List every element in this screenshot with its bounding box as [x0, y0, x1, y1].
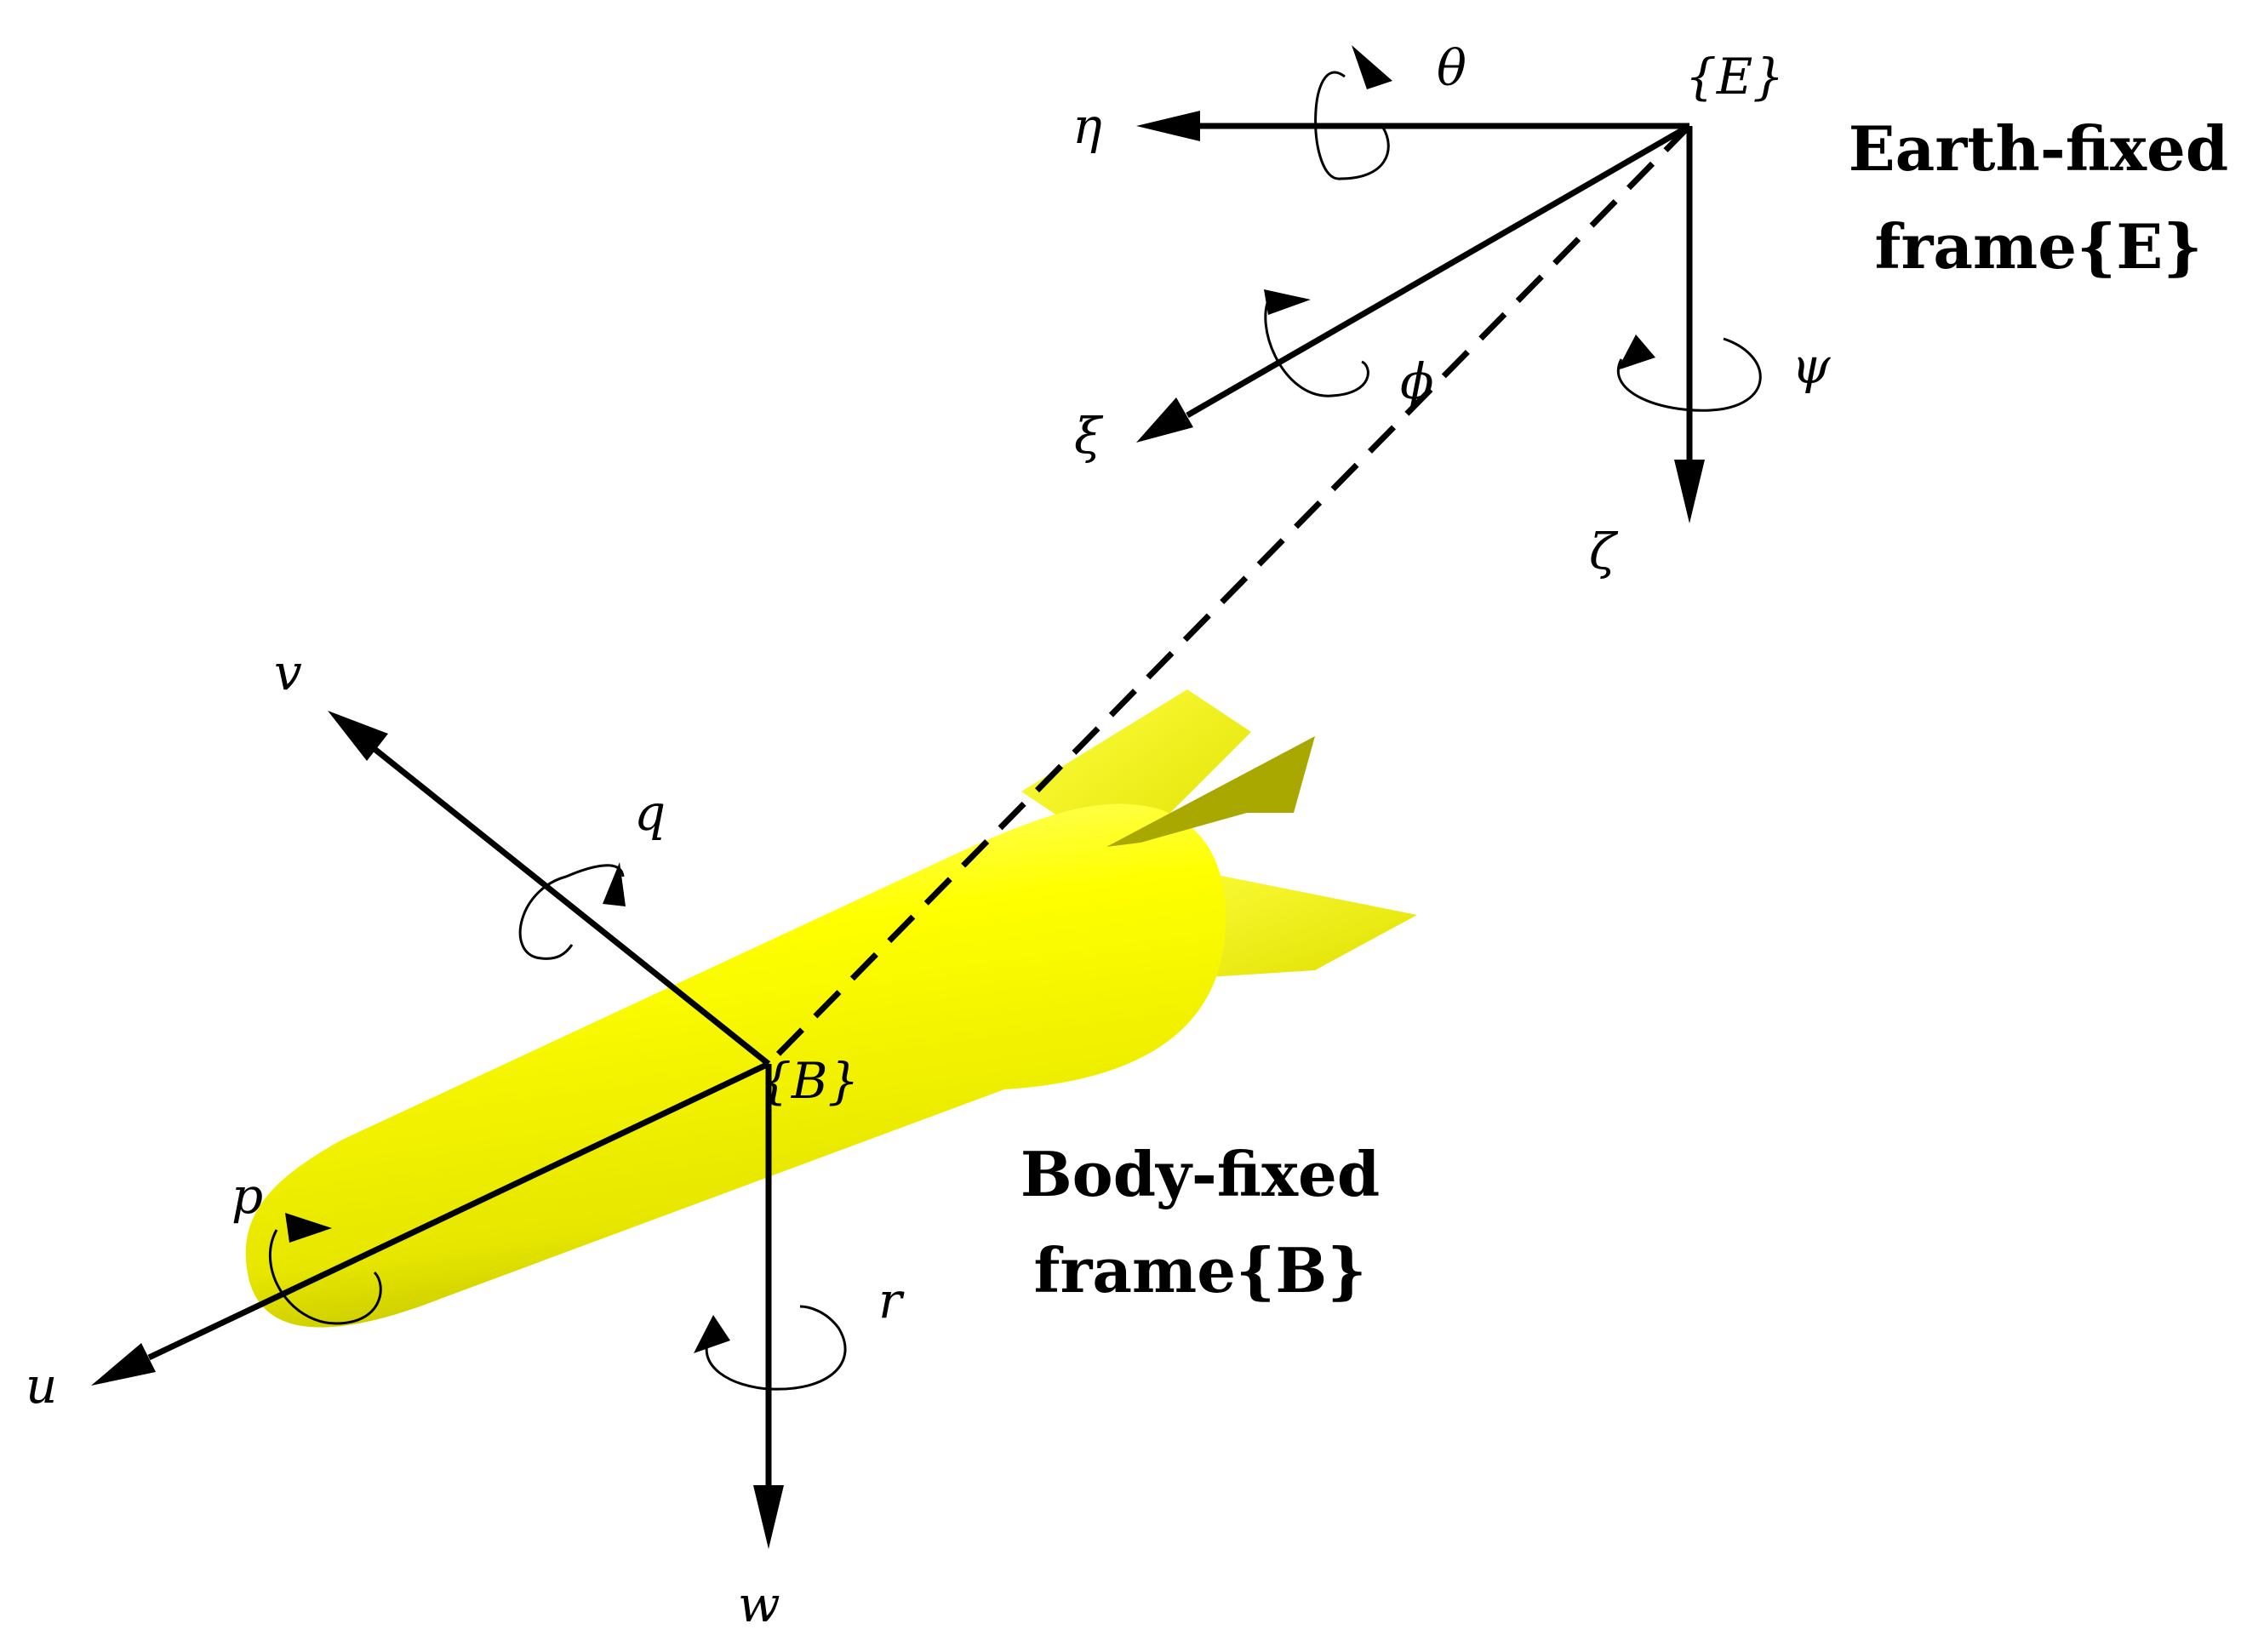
body-frame-title-line2: frame{B}: [1033, 1234, 1366, 1306]
xi-label: ξ: [1074, 407, 1104, 465]
earth-frame: η ξ ζ θ ϕ ψ {E} Earth-fixed frame{E}: [766, 39, 2228, 1066]
psi-rotation-arrowhead: [1617, 334, 1655, 370]
q-label: q: [634, 784, 666, 842]
p-rotation-arc: [268, 1229, 382, 1325]
phi-rotation-arrowhead: [1264, 289, 1311, 315]
q-rotation-arrowhead: [603, 862, 626, 906]
psi-rotation-arc: [1616, 337, 1762, 412]
earth-origin-label: {E}: [1685, 48, 1784, 106]
r-rotation-arc: [705, 1305, 847, 1391]
u-axis: [147, 1060, 770, 1361]
q-rotation-arc: [518, 875, 574, 960]
u-arrowhead: [91, 1343, 156, 1386]
psi-label: ψ: [1792, 337, 1831, 395]
v-label: v: [274, 643, 302, 701]
v-arrowhead: [328, 711, 388, 761]
vehicle-center-fin: [1106, 736, 1315, 847]
xi-axis: [1186, 123, 1691, 419]
v-axis: [372, 746, 771, 1066]
zeta-arrowhead: [1674, 460, 1705, 523]
theta-label: θ: [1437, 39, 1466, 97]
phi-label: ϕ: [1400, 352, 1434, 410]
w-arrowhead: [753, 1485, 784, 1549]
w-label: w: [738, 1575, 780, 1633]
r-rotation-arrowhead: [694, 1315, 730, 1353]
body-frame-title-line1: Body-fixed: [1020, 1138, 1380, 1210]
r-label: r: [878, 1272, 905, 1329]
body-frame: v u w q p r {B} Body-fixed frame{B}: [26, 643, 1380, 1633]
earth-frame-title-line2: frame{E}: [1874, 210, 2202, 283]
body-origin-label: {B}: [760, 1052, 859, 1110]
zeta-label: ζ: [1589, 523, 1619, 580]
theta-rotation-arrowhead: [1352, 45, 1392, 89]
q-rotation-arc-upper: [565, 864, 625, 878]
p-label: p: [232, 1167, 263, 1225]
position-vector-dashed-line: [766, 123, 1692, 1066]
eta-label: η: [1072, 97, 1102, 155]
u-label: u: [26, 1357, 57, 1415]
phi-rotation-arc: [1264, 293, 1369, 397]
xi-arrowhead: [1136, 397, 1193, 443]
earth-frame-title-line1: Earth-fixed: [1849, 112, 2228, 185]
p-rotation-arrowhead: [285, 1213, 332, 1243]
eta-arrowhead: [1136, 111, 1200, 141]
theta-rotation-arc: [1314, 71, 1390, 180]
